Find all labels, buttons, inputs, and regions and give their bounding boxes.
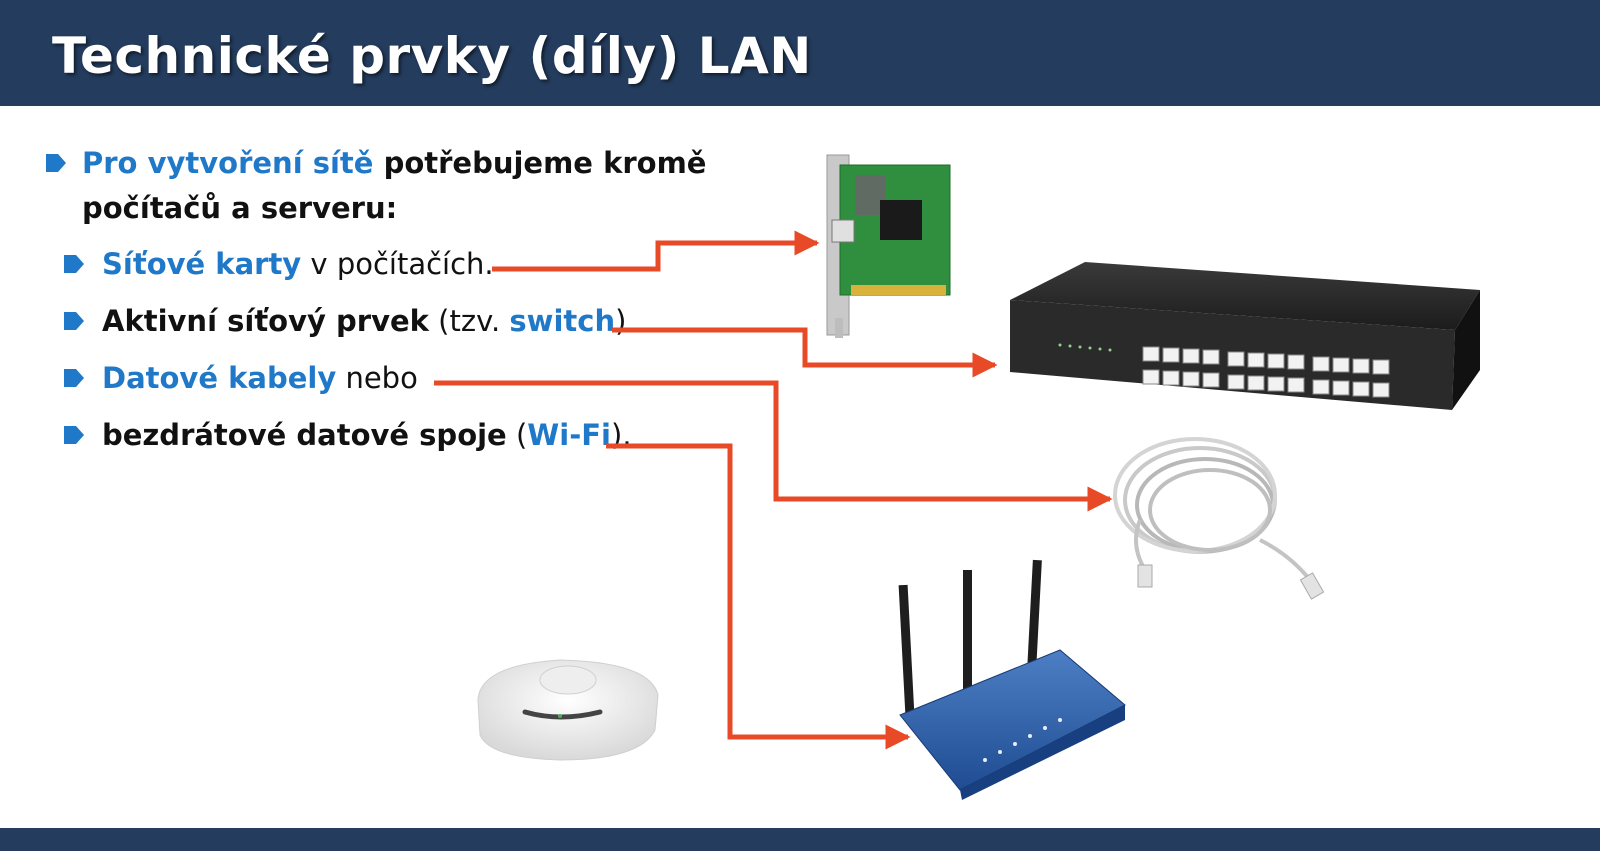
slide-title: Technické prvky (díly) LAN [52, 27, 812, 85]
item-network-cards: Síťové karty v počítačích. [64, 241, 584, 287]
item-data-cables: Datové kabely nebo [64, 355, 464, 401]
access-point-image [477, 659, 659, 761]
item-rest: v počítačích. [301, 247, 494, 281]
arrow-to-switch [612, 327, 998, 378]
intro-highlight: Pro vytvoření sítě [82, 146, 374, 180]
item-highlight: Datové kabely [102, 361, 337, 395]
item-bold: bezdrátové datové spoje [102, 418, 507, 452]
item-bold: Aktivní síťový prvek [102, 304, 429, 338]
item-close: ) [615, 304, 627, 338]
network-card-image [826, 154, 951, 338]
intro-line2: počítačů a serveru: [82, 191, 398, 225]
connector-arrows [434, 230, 1113, 750]
intro-bullet: Pro vytvoření sítě potřebujeme kromě poč… [46, 140, 746, 230]
arrow-to-cable [434, 380, 1113, 512]
item-open: ( [506, 418, 528, 452]
switch-image [1010, 262, 1480, 410]
item-highlight: Wi-Fi [527, 418, 611, 452]
item-highlight: Síťové karty [102, 247, 302, 281]
item-open: (tzv. [428, 304, 510, 338]
item-rest: nebo [336, 361, 418, 395]
bullet-marker-icon [64, 255, 84, 273]
bullet-marker-icon [46, 154, 66, 172]
intro-rest: potřebujeme kromě [373, 146, 707, 180]
slide-footer [0, 828, 1600, 851]
bullet-marker-icon [64, 426, 84, 444]
arrow-to-router [606, 443, 911, 750]
bullet-marker-icon [64, 369, 84, 387]
slide-header: Technické prvky (díly) LAN [0, 0, 1600, 106]
ethernet-cable-image [1113, 437, 1325, 600]
wireless-router-image [898, 559, 1126, 800]
item-wireless: bezdrátové datové spoje (Wi-Fi). [64, 412, 632, 458]
item-highlight: switch [509, 304, 616, 338]
item-active-element: Aktivní síťový prvek (tzv. switch) [64, 298, 627, 344]
arrow-to-network-card [492, 230, 820, 272]
bullet-marker-icon [64, 312, 84, 330]
